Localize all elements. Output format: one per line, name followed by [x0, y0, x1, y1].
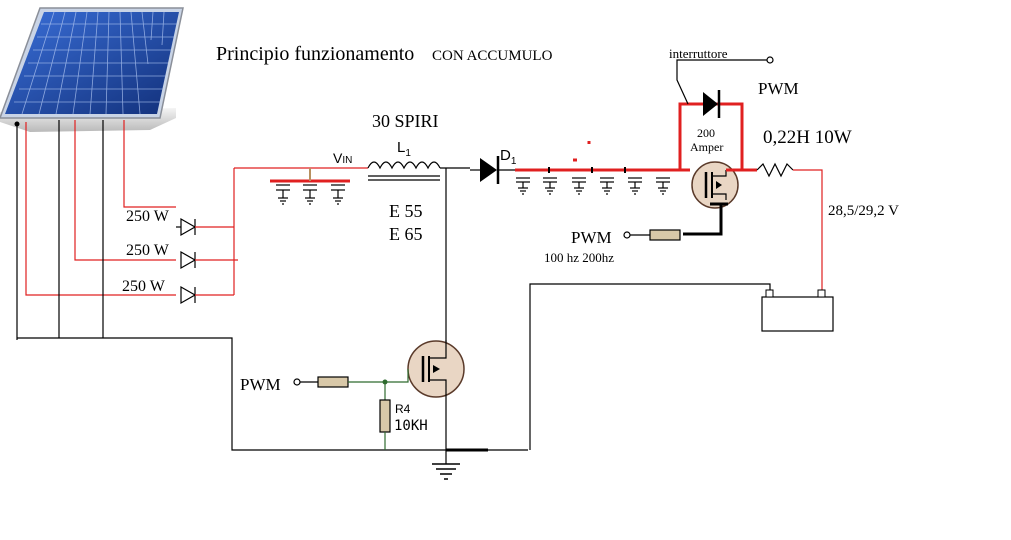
pwm-top-label: PWM [758, 79, 799, 98]
l1-label: L1 [397, 139, 411, 159]
panel-wiring [14, 120, 528, 451]
solar-panel [0, 7, 184, 132]
r4-label: R4 [395, 402, 411, 416]
panel-diode-1 [176, 217, 234, 237]
pwm-bottom-label: PWM [240, 375, 281, 394]
output-inductor [756, 162, 823, 290]
pwm-mid-label: PWM [571, 228, 612, 247]
mosfet-rating-1: 200 [697, 126, 715, 140]
switch-label: interruttore [669, 46, 728, 61]
pwm-bottom-input [293, 369, 409, 450]
output-voltage-label: 28,5/29,2 V [828, 203, 899, 219]
mosfet-low-side [407, 340, 465, 450]
output-capacitor-bank [498, 141, 680, 195]
panel-diode-3 [180, 285, 234, 305]
d1-label: D1 [500, 147, 517, 167]
coil-turns-label: 30 SPIRI [372, 111, 439, 131]
panel-diode-2 [180, 250, 238, 270]
gate-resistor-low [317, 376, 349, 388]
panel-label-3: 250 W [122, 278, 166, 295]
diode-d1 [470, 156, 500, 184]
switch-terminal [766, 56, 774, 64]
bypass-diode [676, 56, 774, 170]
diagram-title: Principio funzionamento [216, 43, 414, 65]
panel-label-2: 250 W [126, 242, 170, 259]
battery [529, 283, 834, 450]
resistor-r4 [379, 399, 391, 433]
ground-symbol [432, 448, 488, 480]
input-capacitor-bank [270, 168, 350, 205]
inductor-rating-label: 0,22H 10W [763, 127, 852, 148]
mosfet-high-side [680, 161, 757, 236]
core-size-1: E 55 [389, 201, 423, 221]
gate-resistor-high [649, 229, 681, 241]
vin-label: VIN [333, 150, 352, 166]
panel-label-1: 250 W [126, 208, 170, 225]
pwm-frequency-label: 100 hz 200hz [544, 250, 614, 265]
core-size-2: E 65 [389, 224, 423, 244]
diagram-title-suffix: CON ACCUMULO [432, 48, 553, 64]
pwm-mid-input [623, 229, 681, 241]
r4-value: 10KH [394, 418, 428, 434]
mosfet-rating-2: Amper [690, 140, 723, 154]
inductor-l1 [367, 161, 470, 181]
